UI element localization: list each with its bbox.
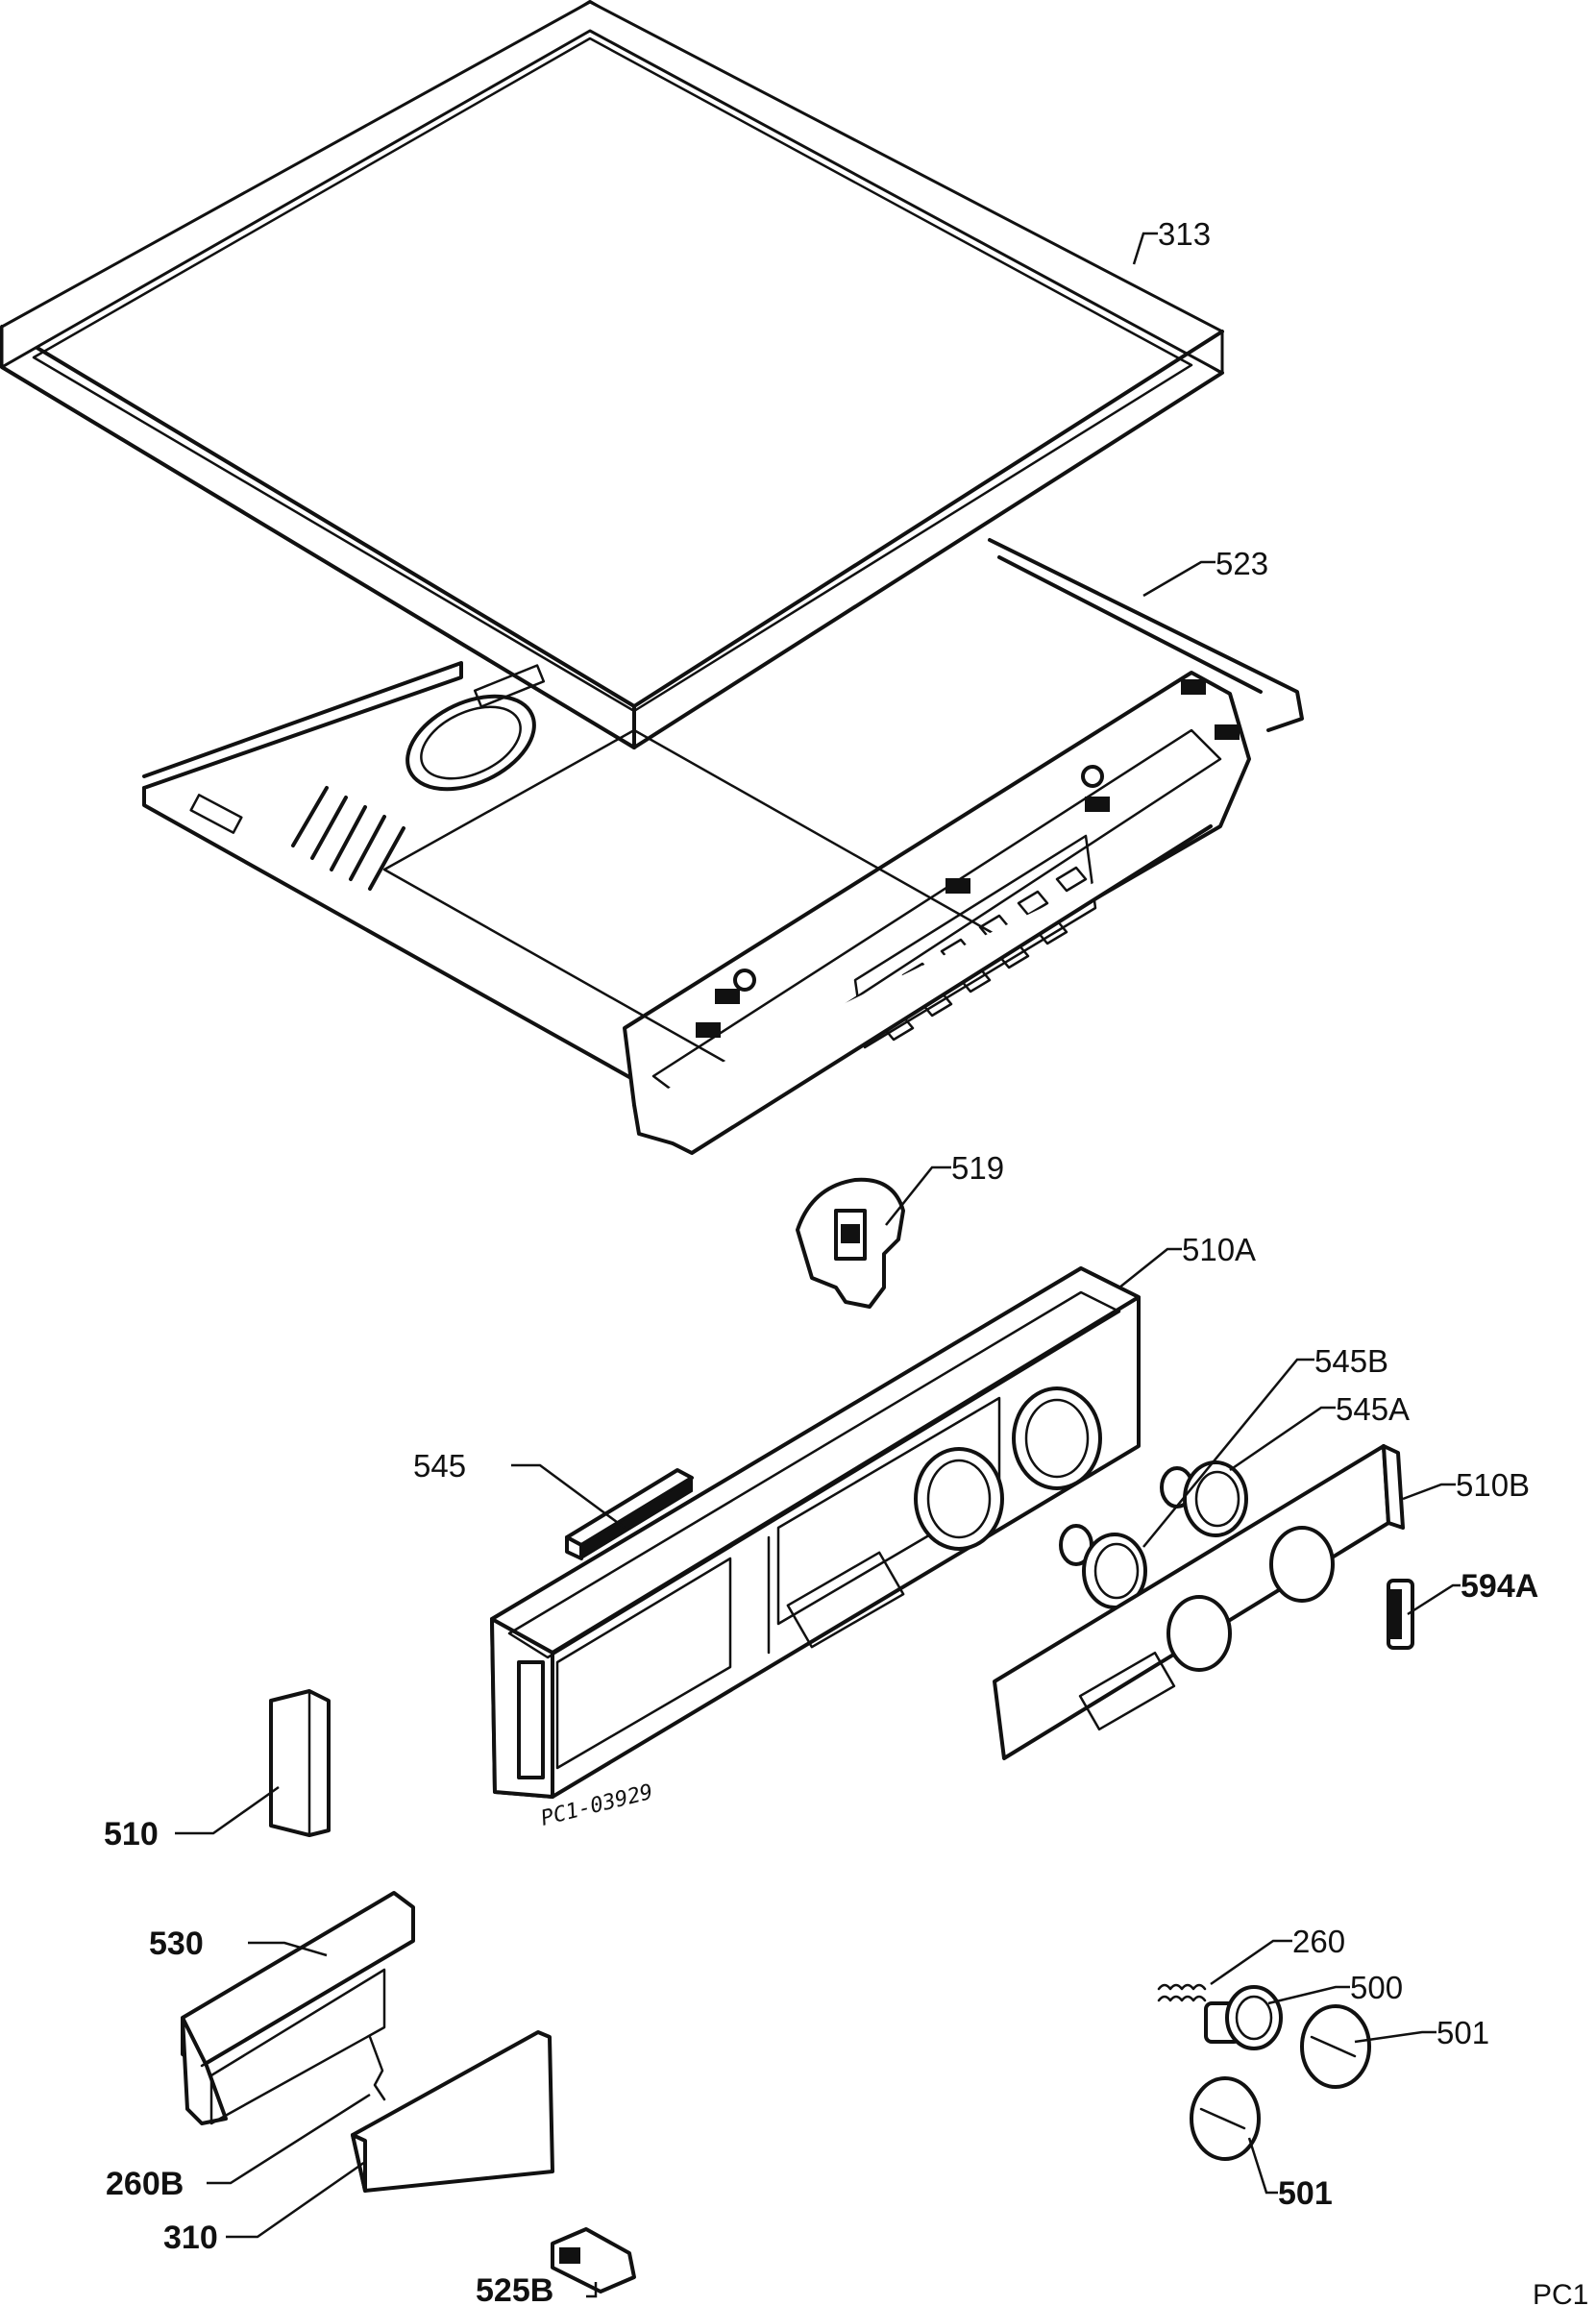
label-310: 310 bbox=[163, 2220, 218, 2256]
part-260b-spring-clip bbox=[368, 2035, 386, 2101]
leader-lines bbox=[175, 232, 1461, 2298]
label-260b: 260B bbox=[106, 2166, 184, 2202]
part-545b-bushing bbox=[1059, 1524, 1147, 1609]
label-501-upper: 501 bbox=[1436, 2015, 1489, 2050]
label-530: 530 bbox=[149, 1926, 204, 1962]
label-525b: 525B bbox=[476, 2272, 553, 2306]
label-545: 545 bbox=[413, 1448, 466, 1484]
label-545a: 545A bbox=[1336, 1391, 1410, 1427]
label-313: 313 bbox=[1158, 216, 1211, 252]
label-523: 523 bbox=[1215, 546, 1268, 581]
part-310-drawer-front bbox=[351, 2030, 554, 2193]
part-501-knob-lower bbox=[1190, 2076, 1261, 2161]
label-500: 500 bbox=[1350, 1970, 1403, 2005]
corner-page-code: PC1 bbox=[1533, 2279, 1588, 2306]
part-545-strip bbox=[565, 1468, 694, 1560]
label-510b: 510B bbox=[1456, 1467, 1530, 1503]
part-523-control-frame bbox=[142, 538, 1304, 1155]
part-501-knob-upper bbox=[1300, 2004, 1371, 2089]
part-510-corner-piece bbox=[269, 1689, 331, 1837]
part-530-drawer bbox=[181, 1891, 415, 2125]
part-525b-connector bbox=[551, 2227, 636, 2294]
part-313-top-cover bbox=[0, 0, 1224, 749]
part-260-spring bbox=[1157, 1983, 1207, 2002]
part-594a-clip bbox=[1387, 1579, 1414, 1650]
part-510a-front-panel bbox=[490, 1266, 1141, 1799]
label-260: 260 bbox=[1292, 1924, 1345, 1959]
label-594a: 594A bbox=[1461, 1568, 1538, 1605]
part-519-bracket bbox=[796, 1177, 905, 1309]
label-510a: 510A bbox=[1182, 1232, 1256, 1267]
part-500-knob-shaft bbox=[1204, 1985, 1283, 2050]
part-510b-fascia-plate bbox=[993, 1444, 1405, 1760]
label-519: 519 bbox=[951, 1150, 1004, 1186]
label-510: 510 bbox=[104, 1816, 159, 1852]
part-labels: 313 523 519 510A 545B 545A 545 510B 594A… bbox=[104, 216, 1538, 2306]
label-545b: 545B bbox=[1314, 1343, 1388, 1379]
label-501-lower: 501 bbox=[1278, 2175, 1333, 2212]
